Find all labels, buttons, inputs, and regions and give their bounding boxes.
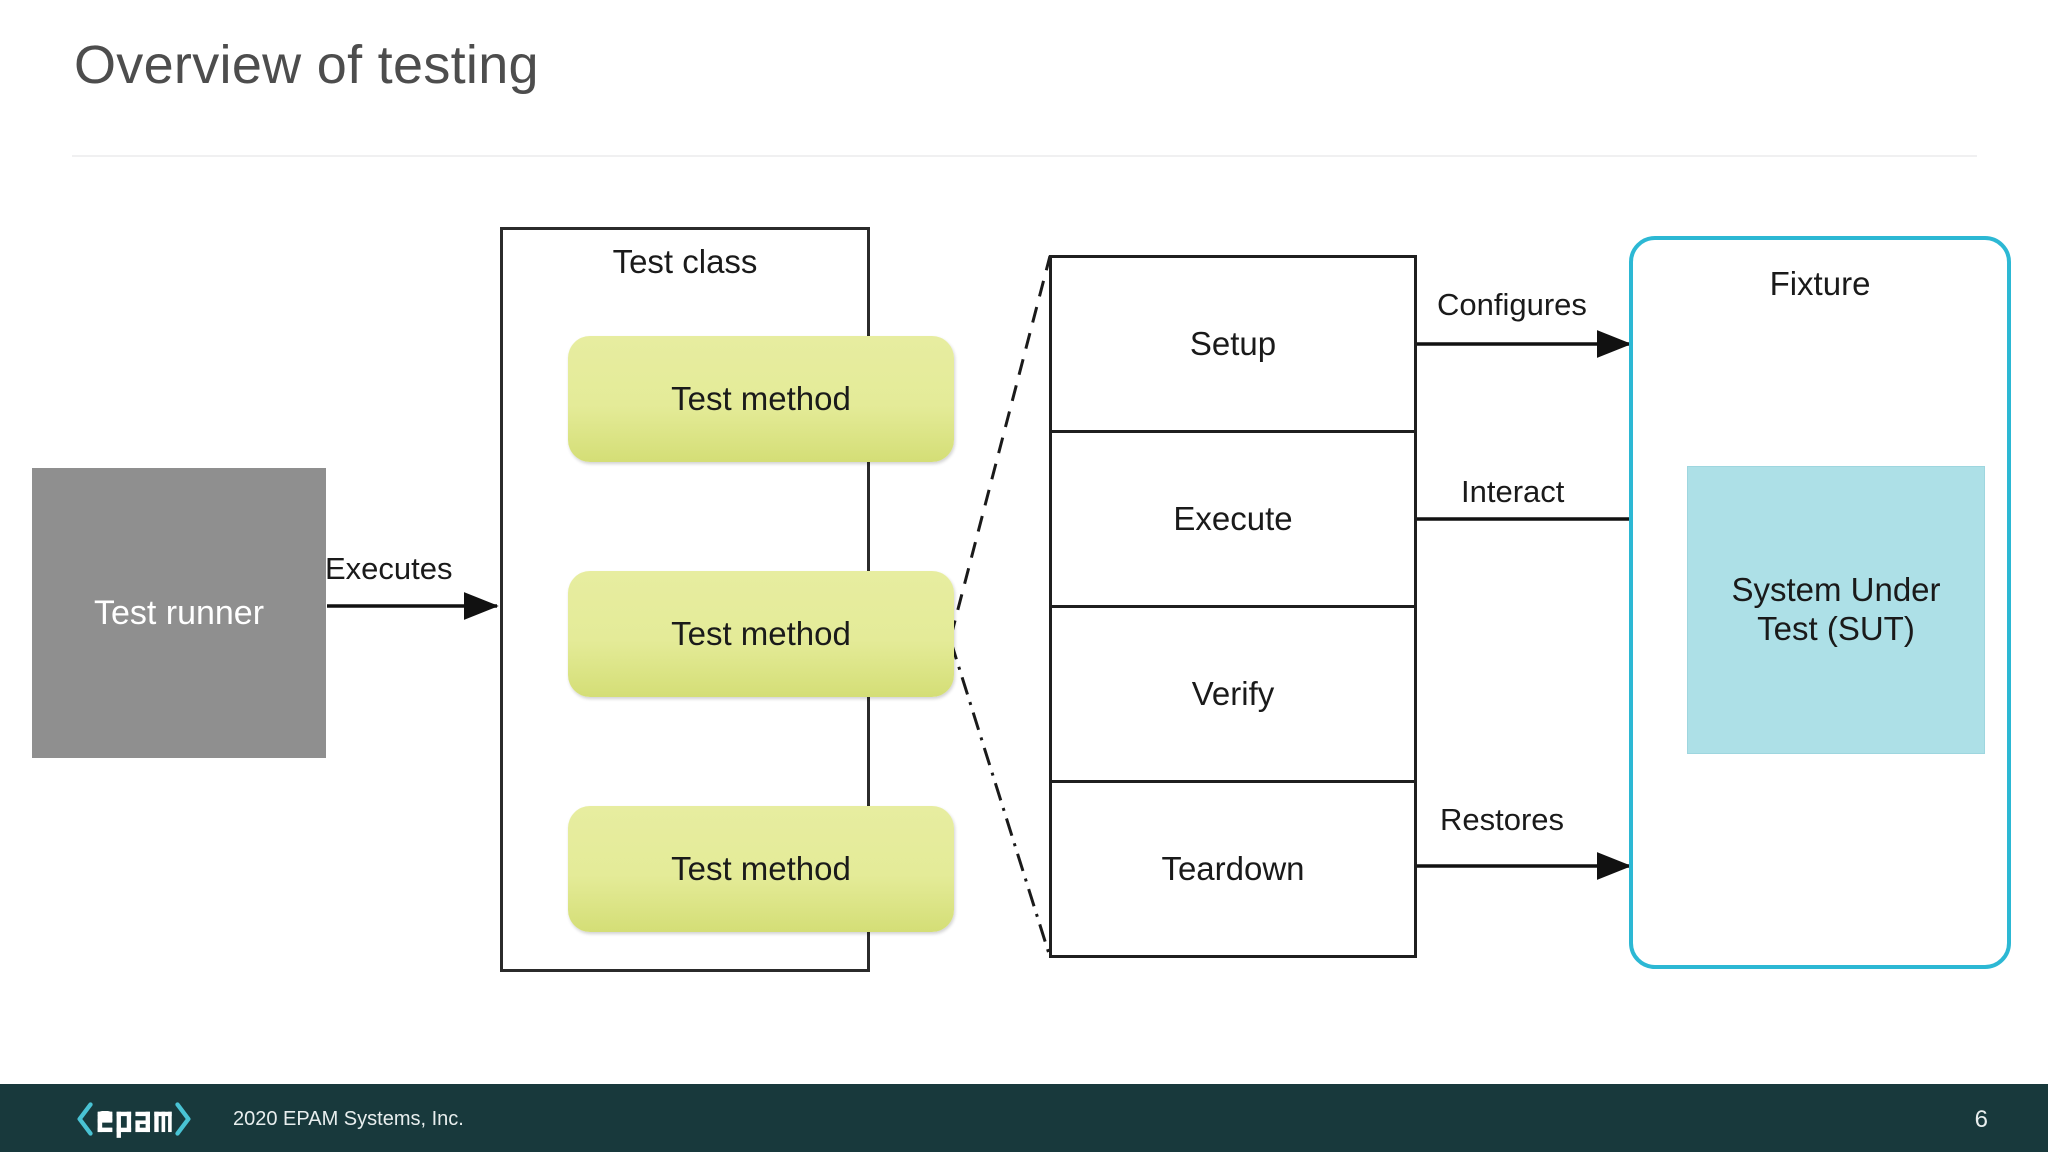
page-number: 6	[1974, 1106, 1988, 1133]
phase-label: Teardown	[1161, 850, 1305, 887]
phase-label: Verify	[1191, 675, 1275, 712]
epam-logo-icon	[77, 1102, 191, 1138]
test-method-label: Test method	[671, 380, 851, 417]
test-method-label: Test method	[671, 615, 851, 652]
sut-label-line2: Test (SUT)	[1757, 610, 1915, 647]
footer-copyright: 2020 EPAM Systems, Inc.	[233, 1108, 464, 1130]
test-method-box: Test method	[568, 806, 954, 932]
sut-label-line1: System Under	[1731, 571, 1941, 609]
test-runner-box: Test runner	[32, 468, 326, 758]
zoom-connector-bottom	[949, 641, 1052, 958]
title-divider	[72, 155, 1977, 157]
footer-bar	[0, 1084, 2048, 1152]
page-title: Overview of testing	[74, 35, 539, 95]
test-class-title: Test class	[612, 243, 758, 280]
phase-label: Setup	[1189, 325, 1277, 362]
phase-cell-teardown: Teardown	[1052, 783, 1414, 955]
phase-cell-execute: Execute	[1052, 433, 1414, 608]
edge-label-interact: Interact	[1461, 474, 1565, 509]
phase-cell-verify: Verify	[1052, 608, 1414, 783]
phase-cell-setup: Setup	[1052, 258, 1414, 433]
edge-label-executes: Executes	[325, 551, 453, 586]
phase-label: Execute	[1173, 500, 1293, 537]
edge-label-configures: Configures	[1437, 287, 1587, 322]
fixture-title: Fixture	[1769, 265, 1871, 302]
edge-label-restores: Restores	[1440, 802, 1565, 837]
test-method-label: Test method	[671, 850, 851, 887]
zoom-connector-top	[949, 255, 1052, 637]
test-method-box: Test method	[568, 336, 954, 462]
test-runner-label: Test runner	[93, 593, 265, 632]
test-phase-table: Setup Execute Verify Teardown	[1049, 255, 1417, 958]
test-method-box: Test method	[568, 571, 954, 697]
